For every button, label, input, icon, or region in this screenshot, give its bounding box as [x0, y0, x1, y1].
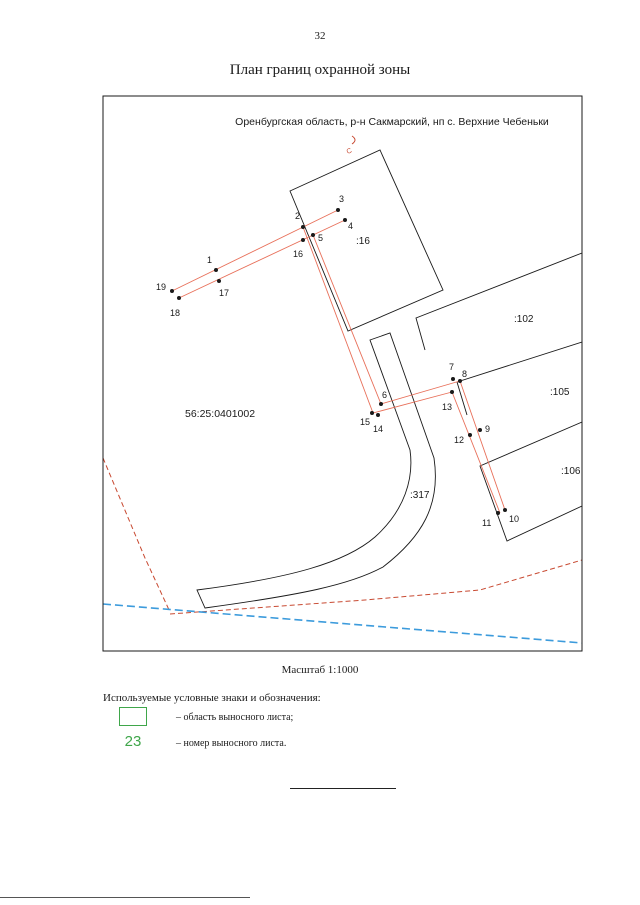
protection-zone-boundary: [171, 209, 506, 514]
page-bottom-rule: [0, 897, 250, 898]
point-label: 7: [449, 362, 454, 372]
point-label: 14: [373, 424, 383, 434]
point-markers: [170, 208, 507, 515]
parcel-102-outline: [415, 252, 582, 351]
page-number: 32: [314, 30, 326, 42]
point-label: 17: [219, 288, 229, 298]
parcel-label: :105: [550, 387, 570, 398]
point-label: 4: [348, 221, 353, 231]
north-marker: С: [346, 147, 354, 155]
point-label: 2: [295, 211, 300, 221]
parcel-106-outline: [479, 421, 582, 542]
point-label: 12: [454, 435, 464, 445]
point-label: 18: [170, 308, 180, 318]
dashed-blue-line: [103, 603, 582, 644]
north-marker-arrow: [351, 135, 356, 145]
point-label: 15: [360, 417, 370, 427]
parcel-label: 56:25:0401002: [185, 408, 255, 420]
parcel-label: :106: [561, 466, 581, 477]
legend-header: Используемые условные знаки и обозначени…: [103, 692, 321, 704]
page-title: План границ охранной зоны: [229, 62, 411, 78]
point-label: 9: [485, 424, 490, 434]
signature-line: [290, 788, 396, 789]
point-label: 16: [293, 249, 303, 259]
point-label: 3: [339, 194, 344, 204]
point-label: 11: [482, 518, 491, 528]
point-label: 13: [442, 402, 452, 412]
legend-sample-number: 23: [124, 733, 142, 750]
parcel-label: :16: [356, 236, 370, 247]
point-label: 10: [509, 514, 519, 524]
map-scale: Масштаб 1:1000: [281, 664, 359, 676]
point-label: 19: [156, 282, 166, 292]
parcel-16-outline: [289, 149, 444, 332]
point-labels: 1 2 3 4 5 6 7 8 9 10 11 12 13 14 15 16 1…: [156, 194, 519, 528]
point-label: 6: [382, 390, 387, 400]
parcel-label: :102: [514, 314, 534, 325]
dashed-red-line-bottom: [169, 559, 582, 615]
map-frame: [102, 95, 583, 652]
parcel-317-outline: [196, 332, 436, 609]
point-label: 5: [318, 233, 323, 243]
legend-item-area-text: – область выносного листа;: [176, 712, 294, 723]
parcel-105-outline: [456, 341, 582, 416]
map-location-label: Оренбургская область, р-н Сакмарский, нп…: [235, 116, 549, 128]
point-label: 8: [462, 369, 467, 379]
parcel-label: :317: [410, 490, 430, 501]
legend-sample-area-box: [119, 707, 147, 726]
legend-item-number-text: – номер выносного листа.: [176, 738, 287, 749]
dashed-red-line-left: [103, 457, 171, 613]
point-label: 1: [207, 255, 212, 265]
